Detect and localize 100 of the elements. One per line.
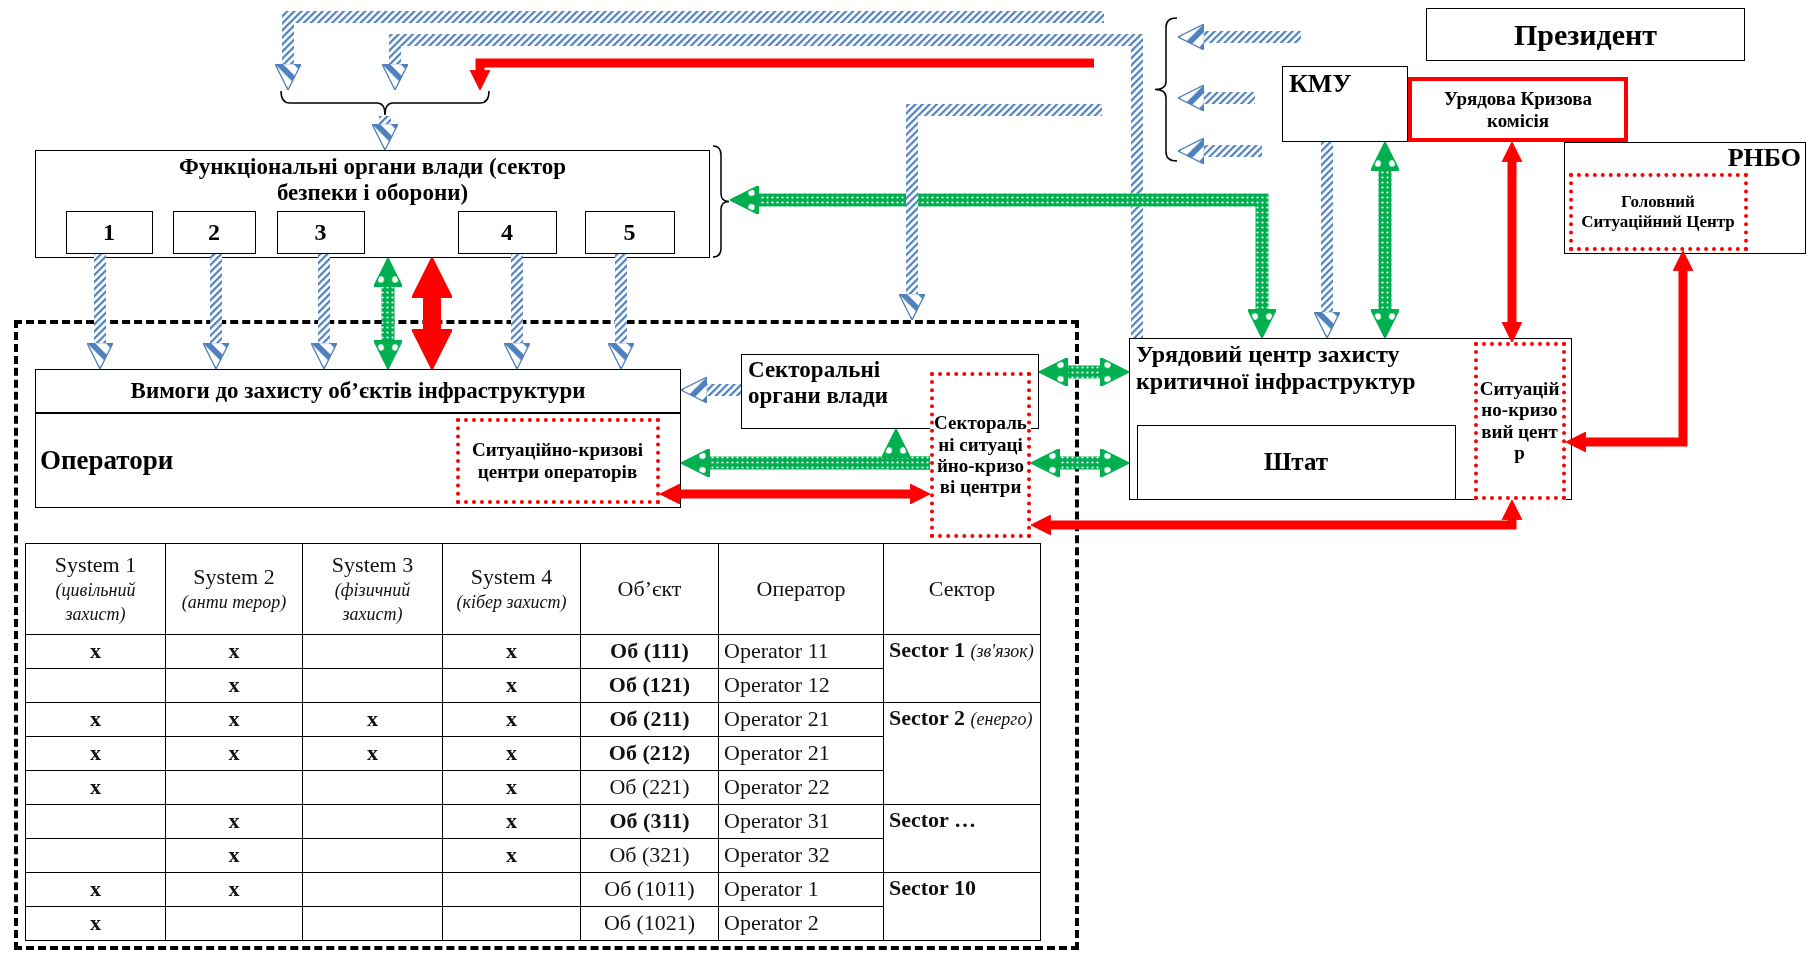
authority-box (1426, 8, 1745, 61)
arrow (373, 257, 403, 370)
arrow (1501, 141, 1523, 343)
table-cell: Об (321) (581, 839, 718, 872)
arrow (411, 257, 453, 370)
crisis-center-box (930, 372, 1031, 538)
table-cell: Operator 31 (719, 805, 883, 838)
crisis-center-box (455, 417, 660, 504)
table-cell: Об (211) (581, 703, 718, 736)
table-cell: Об (221) (581, 771, 718, 804)
box-label: Головний Ситуаційний Центр (1580, 192, 1736, 231)
box-label: 3 (314, 218, 327, 246)
table-header: System 1 (цивільний захист) (26, 544, 165, 634)
table-cell: x (303, 737, 442, 770)
table-cell: x (26, 635, 165, 668)
table-cell: x (166, 737, 302, 770)
table-cell: Об (1011) (581, 873, 718, 906)
table-header: System 4 (кібер захист) (443, 544, 580, 634)
number-box (584, 210, 675, 254)
box-label: Вимоги до захисту об’єктів інфраструктури (130, 378, 586, 404)
table-cell: x (26, 907, 165, 940)
crisis-center-box (1473, 341, 1566, 500)
table-cell: Sector … (884, 805, 1040, 872)
arrow (1038, 357, 1130, 387)
table-header: Сектор (884, 544, 1040, 634)
authority-box (1564, 142, 1806, 254)
table-cell: x (26, 771, 165, 804)
table-cell: x (26, 737, 165, 770)
curly-brace (712, 145, 730, 258)
arrow (1313, 142, 1341, 339)
number-box (65, 210, 153, 254)
arrow (898, 104, 1102, 321)
table-cell: x (443, 771, 580, 804)
table-cell: Operator 12 (719, 669, 883, 702)
table-cell: Sector 2 (енерго) (884, 703, 1040, 804)
table-cell: x (166, 839, 302, 872)
arrow (1177, 137, 1262, 165)
table-cell: Operator 21 (719, 737, 883, 770)
staff-box (1136, 424, 1456, 500)
box-label: Секторальні ситуаційно-кризові центри (934, 412, 1027, 498)
arrow (371, 116, 399, 151)
box-label: Ситуаційно-кризовий центр (1478, 377, 1561, 464)
arrow (881, 428, 930, 470)
box-label: 4 (501, 218, 513, 246)
curly-brace (1154, 17, 1178, 162)
table-cell: x (166, 669, 302, 702)
table-cell: Об (121) (581, 669, 718, 702)
table-cell: Об (311) (581, 805, 718, 838)
curly-brace (280, 90, 490, 116)
arrow (310, 254, 338, 370)
arrow (680, 376, 741, 404)
table-cell: Operator 22 (719, 771, 883, 804)
box-label: Функціональні органи влади (сектор безпеки і оборони) (178, 154, 567, 206)
requirements-bar (35, 369, 681, 413)
arrow (469, 58, 1094, 91)
box-label: Секторальні органи влади (748, 357, 889, 409)
table-cell: x (303, 703, 442, 736)
box-label: Ситуаційно-кризові центри операторів (471, 439, 644, 482)
box-label: 5 (623, 218, 636, 246)
table-cell: x (443, 839, 580, 872)
table-cell: x (443, 635, 580, 668)
table-cell: x (166, 873, 302, 906)
table-cell: x (166, 805, 302, 838)
center-box (1129, 338, 1572, 500)
table-cell: Об (212) (581, 737, 718, 770)
table-header: Оператор (719, 544, 883, 634)
table-cell: x (166, 635, 302, 668)
table-cell: Operator 2 (719, 907, 883, 940)
table-cell: Operator 21 (719, 703, 883, 736)
box-label: Штат (1263, 448, 1329, 476)
arrow (86, 254, 114, 370)
arrow (1565, 250, 1694, 453)
box-label: 1 (103, 218, 115, 246)
table-cell: x (443, 669, 580, 702)
arrow (202, 254, 230, 370)
table-cell: Operator 11 (719, 635, 883, 668)
table-cell: x (443, 703, 580, 736)
table-header: Об’єкт (581, 544, 718, 634)
box-label: Урядова Кризова комісія (1443, 88, 1593, 131)
arrow (1030, 499, 1523, 536)
number-box (276, 210, 365, 254)
table-header: System 3 (фізичний захист) (303, 544, 442, 634)
table-cell: Operator 1 (719, 873, 883, 906)
arrow (729, 185, 1277, 339)
table-cell: x (443, 805, 580, 838)
box-label: РНБО (1727, 143, 1801, 173)
table-header: System 2 (анти терор) (166, 544, 302, 634)
number-box (457, 210, 557, 254)
arrow (1030, 448, 1130, 478)
table-cell: Sector 1 (зв'язок) (884, 635, 1040, 702)
arrow (1177, 23, 1301, 51)
commission-box (1408, 77, 1628, 142)
box-label: Оператори (40, 445, 174, 476)
authority-box (1282, 66, 1408, 142)
authority-box (35, 150, 710, 258)
arrow (1177, 84, 1255, 112)
arrow (503, 254, 531, 370)
table-cell: Sector 10 (884, 873, 1040, 940)
arrow (607, 254, 635, 370)
table-cell: Об (111) (581, 635, 718, 668)
